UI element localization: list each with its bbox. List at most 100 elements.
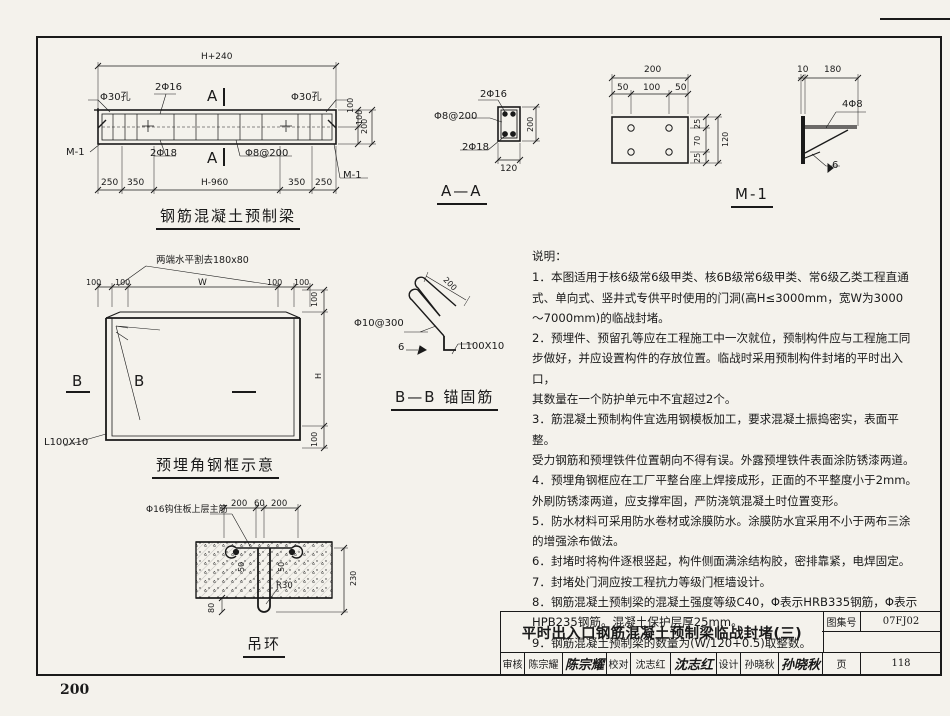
notes-line: 外刷防锈漆两道，应支撑牢固，严防浇筑混凝土时位置变形。 <box>532 493 846 508</box>
m1-dim-50b: 50 <box>675 83 687 93</box>
review-label: 审核 <box>501 652 525 675</box>
ring-dim-60: 60 <box>254 499 265 509</box>
notes-line: 受力钢筋和预埋铁件位置朝向不得有误。外露预埋铁件表面涂防锈漆两道。 <box>532 452 915 467</box>
page-label: 页 <box>823 652 861 675</box>
design-signature: 孙晓秋 <box>779 652 823 675</box>
m1-dim-180: 180 <box>824 65 842 75</box>
notes-line: 的增强涂布做法。 <box>532 534 625 549</box>
aa-dim-200: 200 <box>526 116 535 132</box>
design-label: 设计 <box>717 652 741 675</box>
anchor-bar-label: Φ10@300 <box>354 318 404 329</box>
frame-dim-h: H <box>314 372 323 379</box>
frame-dim-100d: 100 <box>294 278 310 287</box>
ring-dim-200a: 200 <box>231 499 248 509</box>
frame-dim-100b: 100 <box>115 278 131 287</box>
ring-dim-80: 80 <box>207 602 216 613</box>
anchor-bar-drawing <box>404 271 474 355</box>
m1-dim-10: 10 <box>797 65 809 75</box>
m1-weld-label: 6 <box>832 160 839 171</box>
anchor-weld-label: 6 <box>398 342 405 353</box>
frame-dim-100-right-bottom: 100 <box>310 431 319 447</box>
section-aa-drawing <box>460 99 540 164</box>
title-block: 平时出入口钢筋混凝土预制梁临战封堵(三) 图集号 07FJ02 审核 陈宗耀 陈… <box>500 611 941 675</box>
frame-note: 两端水平割去180x80 <box>156 255 249 266</box>
aa-dim-120: 120 <box>500 164 518 174</box>
check-label: 校对 <box>607 652 631 675</box>
frame-angle-label: L100X10 <box>44 437 89 448</box>
beam-title: 钢筋混凝土预制梁 <box>155 207 301 230</box>
aa-top-bar-label: 2Φ16 <box>480 89 507 100</box>
angle-frame-drawing <box>63 265 328 452</box>
notes-line: 6．封堵时将构件逐根竖起，构件侧面满涂结构胶，密排靠紧，电焊固定。 <box>532 554 911 569</box>
notes-line: ～7000mm)的临战封堵。 <box>532 310 670 325</box>
drawing-frame <box>36 36 942 676</box>
check-name: 沈志红 <box>631 652 671 675</box>
beam-top-dim: H+240 <box>201 52 233 62</box>
aa-title: A—A <box>437 182 487 205</box>
ring-note: Φ16钩住板上层主筋 <box>146 505 228 515</box>
beam-dim-100a: 100 <box>346 97 355 113</box>
beam-section-mark-bottom: A <box>207 149 218 167</box>
m1-dim-50a: 50 <box>617 83 629 93</box>
ring-dim-50a: 50 <box>237 561 246 572</box>
aa-stirrup-label: Φ8@200 <box>434 111 478 122</box>
ring-dim-r30: R30 <box>276 581 293 591</box>
ring-dim-230: 230 <box>349 570 358 586</box>
beam-top-bar-label: 2Φ16 <box>155 82 182 93</box>
title-block-divider <box>822 631 940 632</box>
frame-title: 预埋角钢框示意 <box>151 456 280 479</box>
beam-plate-right-label: M-1 <box>343 170 362 181</box>
beam-elevation <box>88 62 376 194</box>
sheet-edge-line <box>880 18 950 20</box>
beam-dim-4: 250 <box>315 178 333 188</box>
m1-dim-25a: 25 <box>693 118 702 129</box>
aa-bottom-bar-label: 2Φ18 <box>462 142 489 153</box>
beam-hole-right-label: Φ30孔 <box>291 92 322 103</box>
beam-dim-3: 350 <box>288 178 306 188</box>
notes-line: 7．封堵处门洞应按工程抗力等级门框墙设计。 <box>532 574 772 589</box>
frame-section-left: B <box>72 372 83 390</box>
frame-dim-100a: 100 <box>86 278 102 287</box>
notes-line: 式、单向式、竖井式专供平时使用的门洞(高H≤3000mm，宽W为3000 <box>532 290 904 305</box>
beam-hole-left-label: Φ30孔 <box>100 92 131 103</box>
frame-dim-100c: 100 <box>267 278 283 287</box>
notes-line: 3．筋混凝土预制构件宜选用钢模板加工，要求混凝土振捣密实，表面平整。 <box>532 412 899 447</box>
notes-block: 说明： 1．本图适用于核6级常6级甲类、核6B级常6级甲类、常6级乙类工程直通 … <box>532 246 918 653</box>
atlas-no: 07FJ02 <box>861 612 941 632</box>
title-block-row-sign: 审核 陈宗耀 陈宗耀 校对 沈志红 沈志红 设计 孙晓秋 孙晓秋 页 118 <box>501 652 941 675</box>
review-name: 陈宗耀 <box>525 652 563 675</box>
title-block-row-main: 平时出入口钢筋混凝土预制梁临战封堵(三) 图集号 07FJ02 <box>501 612 941 653</box>
m1-dim-200: 200 <box>644 65 662 75</box>
frame-dim-w: W <box>198 278 207 288</box>
notes-line: 其数量在一个防护单元中不宜超过2个。 <box>532 392 737 407</box>
review-signature: 陈宗耀 <box>563 652 607 675</box>
m1-title: M-1 <box>731 185 773 208</box>
m1-dim-70: 70 <box>693 135 702 146</box>
frame-section-right: B <box>134 372 145 390</box>
notes-line: 5．防水材料可采用防水卷材或涂膜防水。涂膜防水宜采用不小于两布三涂 <box>532 513 911 528</box>
atlas-no-label: 图集号 <box>823 612 861 632</box>
m1-bar-label: 4Φ8 <box>842 99 863 110</box>
anchor-title: B—B 锚固筋 <box>390 388 499 411</box>
notes-heading: 说明： <box>532 249 567 263</box>
lifting-ring-drawing <box>195 504 348 616</box>
beam-plate-left-label: M-1 <box>66 147 85 158</box>
beam-stirrup-label: Φ8@200 <box>245 148 289 159</box>
notes-line: 1．本图适用于核6级常6级甲类、核6B级常6级甲类、常6级乙类工程直通 <box>532 270 909 285</box>
ring-dim-50b: 50 <box>277 561 286 572</box>
notes-line: 8．钢筋混凝土预制梁的混凝土强度等级C40，Φ表示HRB335钢筋，Φ表示 <box>532 595 918 610</box>
design-name: 孙晓秋 <box>741 652 779 675</box>
ring-dim-200b: 200 <box>271 499 288 509</box>
m1-dim-100: 100 <box>643 83 661 93</box>
m1-drawing <box>608 74 866 174</box>
m1-dim-25b: 25 <box>693 152 702 163</box>
notes-line: 4．预埋角钢框应在工厂平整台座上焊接成形，正面的不平整度小于2mm。 <box>532 473 918 488</box>
frame-dim-100-right-top: 100 <box>310 291 319 307</box>
beam-dim-1: 350 <box>127 178 145 188</box>
book-page-number: 200 <box>60 682 90 698</box>
beam-dim-0: 250 <box>101 178 119 188</box>
check-signature: 沈志红 <box>671 652 717 675</box>
notes-line: 2．预埋件、预留孔等应在工程施工中一次就位，预制构件应与工程施工同 <box>532 331 911 346</box>
